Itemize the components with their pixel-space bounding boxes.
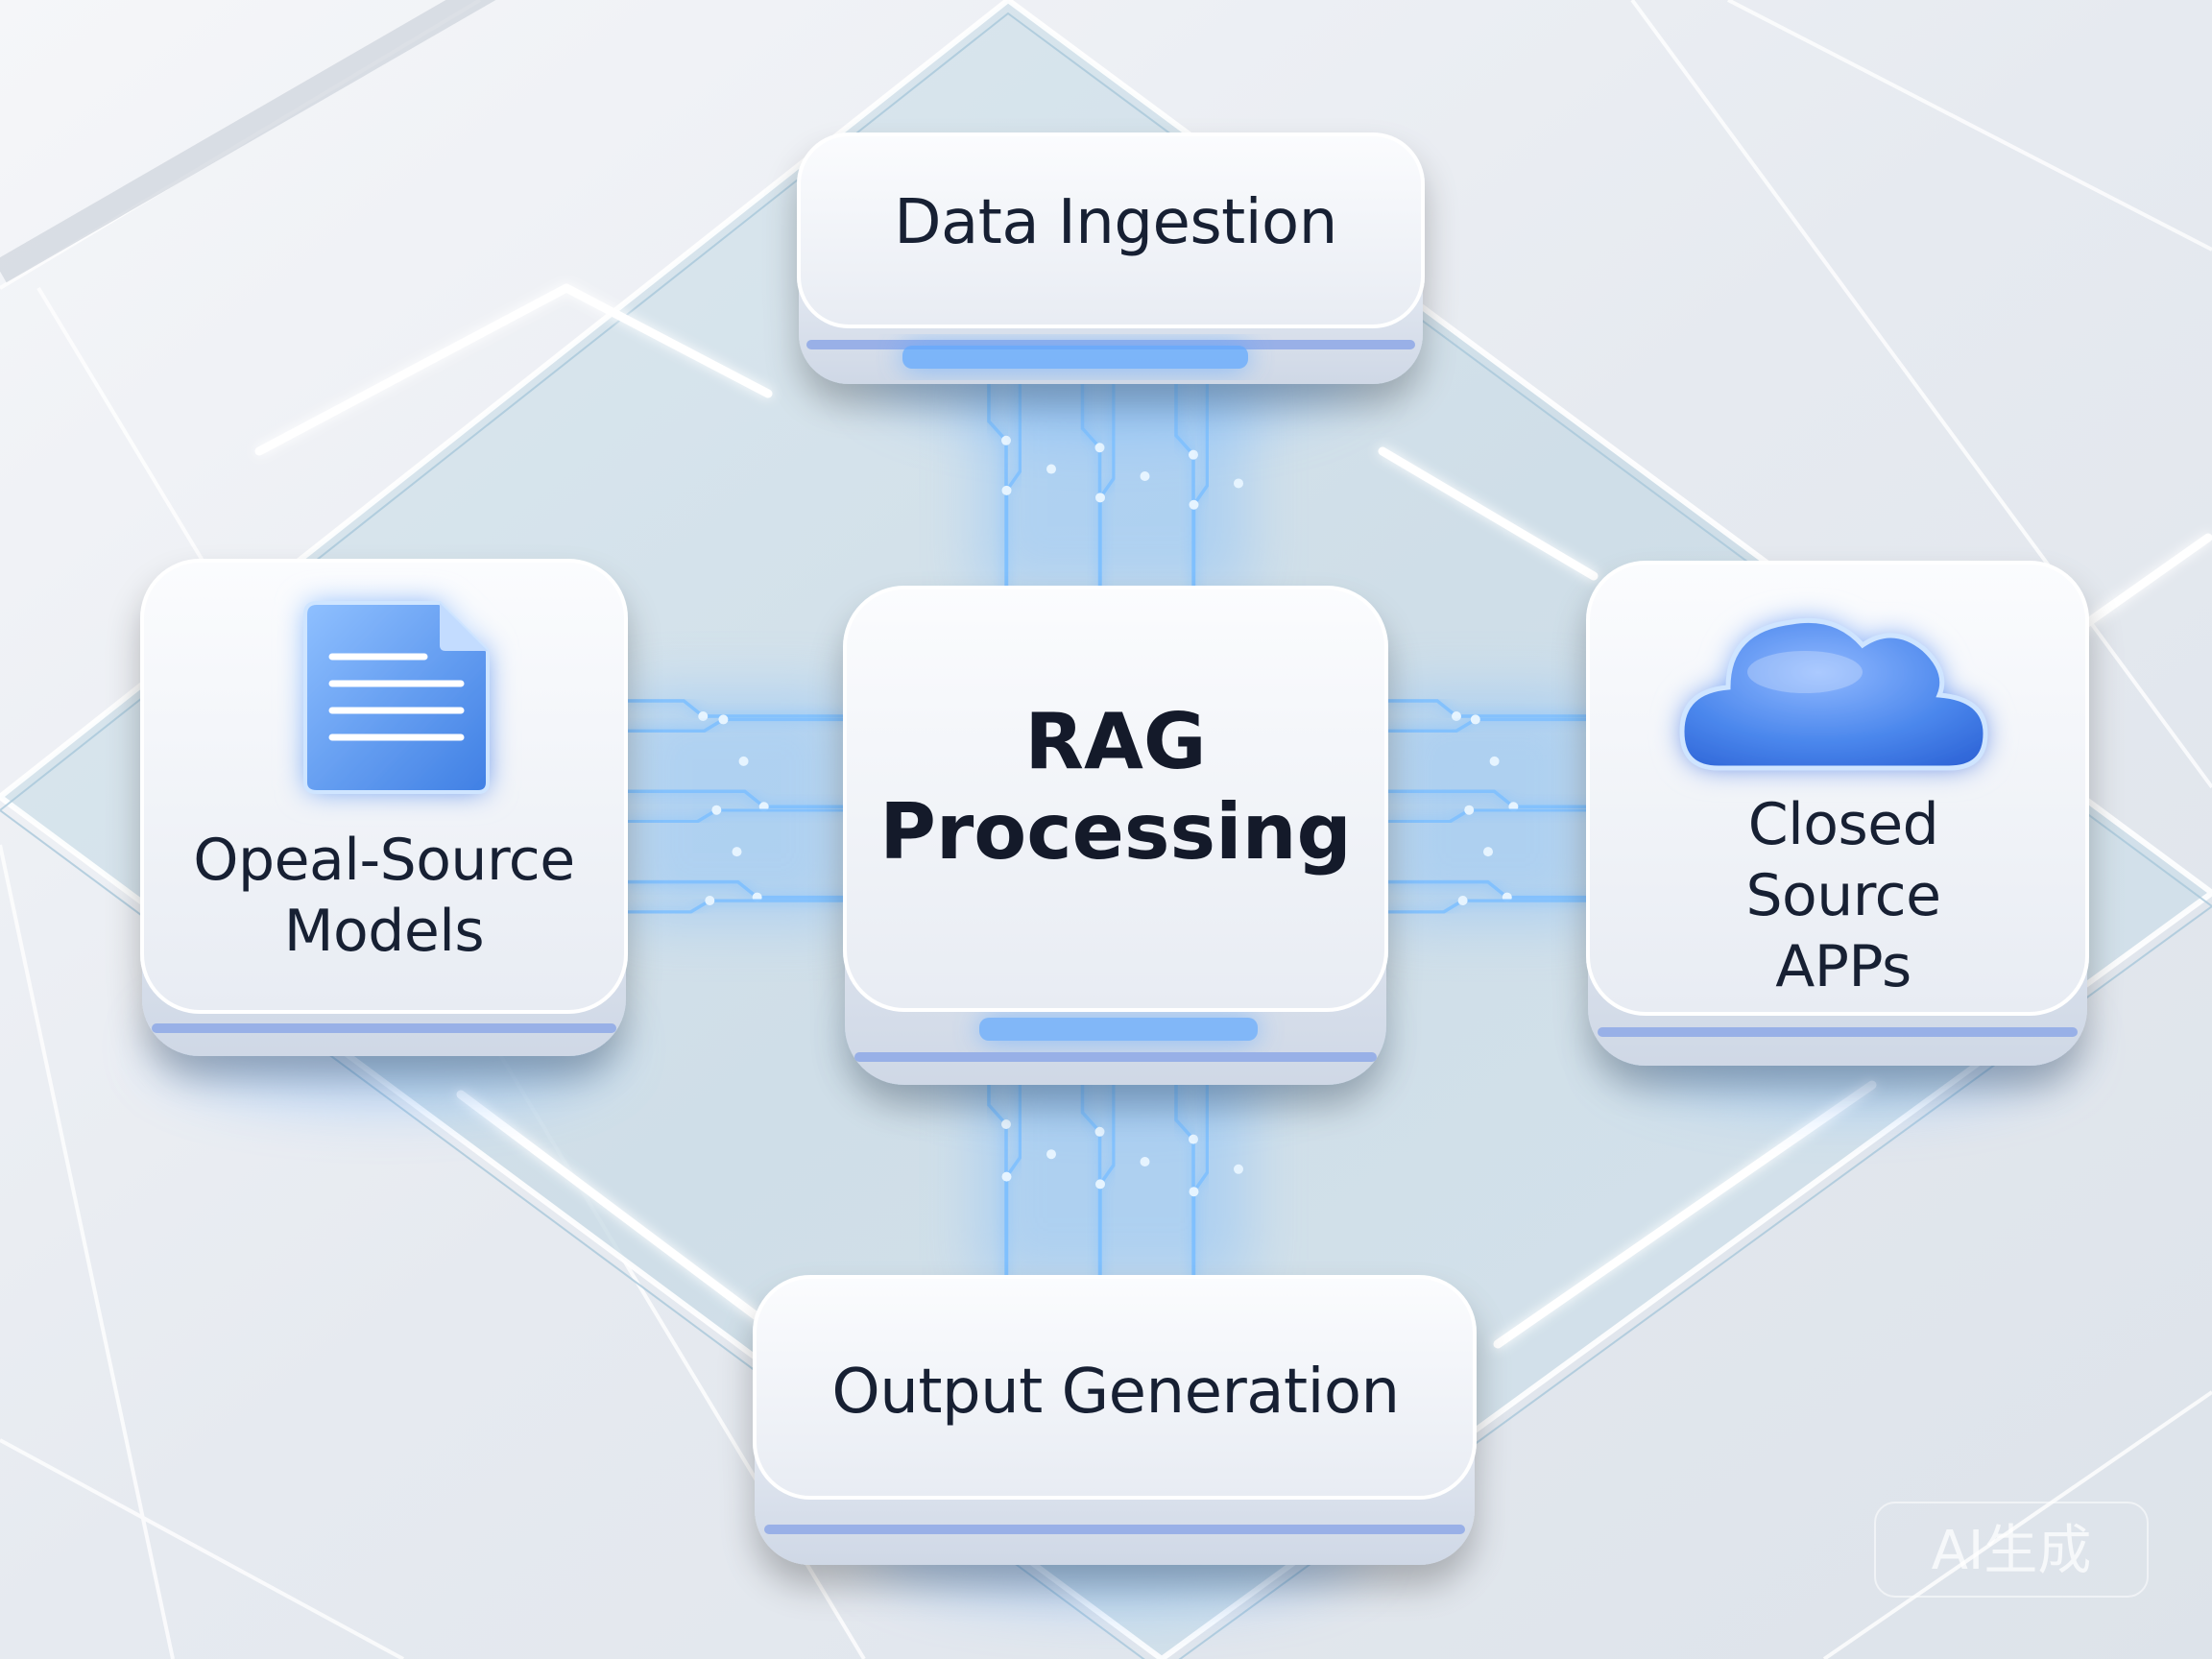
circuit-node — [1189, 499, 1199, 510]
circuit-node — [711, 805, 722, 815]
circuit-trace — [1382, 899, 1594, 914]
node-label-closed-source-apps: Closed Source APPs — [1745, 791, 1941, 1000]
node-label-open-source-models: Opeal-Source Models — [193, 827, 575, 965]
circuit-node — [1457, 896, 1468, 905]
circuit-node — [698, 711, 709, 721]
circuit-trace — [624, 807, 850, 824]
circuit-node — [1483, 847, 1493, 857]
circuit-trace — [624, 899, 850, 914]
circuit-node — [1189, 1187, 1199, 1197]
cloud-icon — [1679, 617, 1988, 771]
circuit-node — [1470, 714, 1480, 725]
circuit-node — [1094, 443, 1105, 453]
node-rag-processing — [843, 586, 1388, 1085]
circuit-node — [1046, 1149, 1056, 1160]
circuit-trace — [1382, 879, 1594, 900]
document-icon — [303, 601, 490, 794]
node-data-ingestion — [797, 132, 1425, 384]
connector-center-right — [1382, 691, 1594, 922]
circuit-node — [1001, 1119, 1011, 1129]
background-strip — [0, 0, 506, 283]
circuit-node — [1001, 1171, 1012, 1182]
circuit-node — [1095, 493, 1105, 503]
circuit-trace — [1382, 717, 1594, 733]
node-output-generation — [753, 1275, 1477, 1565]
ai-generated-watermark: AI生成 — [1874, 1502, 2149, 1598]
circuit-node — [1489, 756, 1500, 766]
circuit-trace — [1191, 1037, 1210, 1286]
circuit-trace — [1191, 357, 1210, 595]
circuit-trace — [1098, 357, 1116, 595]
circuit-node — [1234, 478, 1243, 489]
circuit-node — [1094, 1126, 1105, 1137]
connector-left-center — [624, 691, 850, 922]
circuit-node — [1046, 464, 1056, 474]
circuit-node — [1095, 1179, 1105, 1190]
circuit-node — [1140, 471, 1150, 481]
connector-top-center — [979, 357, 1248, 595]
circuit-node — [738, 756, 749, 766]
circuit-trace — [624, 699, 850, 718]
circuit-node — [705, 896, 715, 905]
circuit-node — [1001, 435, 1011, 445]
circuit-trace — [1004, 1037, 1022, 1286]
circuit-node — [1464, 805, 1475, 815]
node-label-data-ingestion: Data Ingestion — [894, 187, 1337, 258]
circuit-trace — [624, 717, 850, 733]
circuit-trace — [1382, 807, 1594, 824]
circuit-trace — [624, 789, 850, 809]
circuit-trace — [624, 879, 850, 900]
node-label-rag-processing: RAG Processing — [879, 697, 1352, 877]
circuit-node — [1001, 485, 1012, 495]
circuit-trace — [1382, 699, 1594, 718]
circuit-node — [1140, 1157, 1150, 1166]
circuit-trace — [1098, 1037, 1116, 1286]
circuit-node — [718, 714, 729, 725]
node-label-output-generation: Output Generation — [831, 1357, 1400, 1428]
circuit-node — [732, 847, 742, 857]
circuit-trace — [1382, 789, 1594, 809]
circuit-node — [1189, 1134, 1198, 1144]
circuit-node — [1189, 449, 1198, 460]
circuit-node — [1234, 1164, 1243, 1174]
connectors — [624, 357, 1594, 1286]
circuit-trace — [1004, 357, 1022, 595]
circuit-node — [1452, 711, 1461, 721]
